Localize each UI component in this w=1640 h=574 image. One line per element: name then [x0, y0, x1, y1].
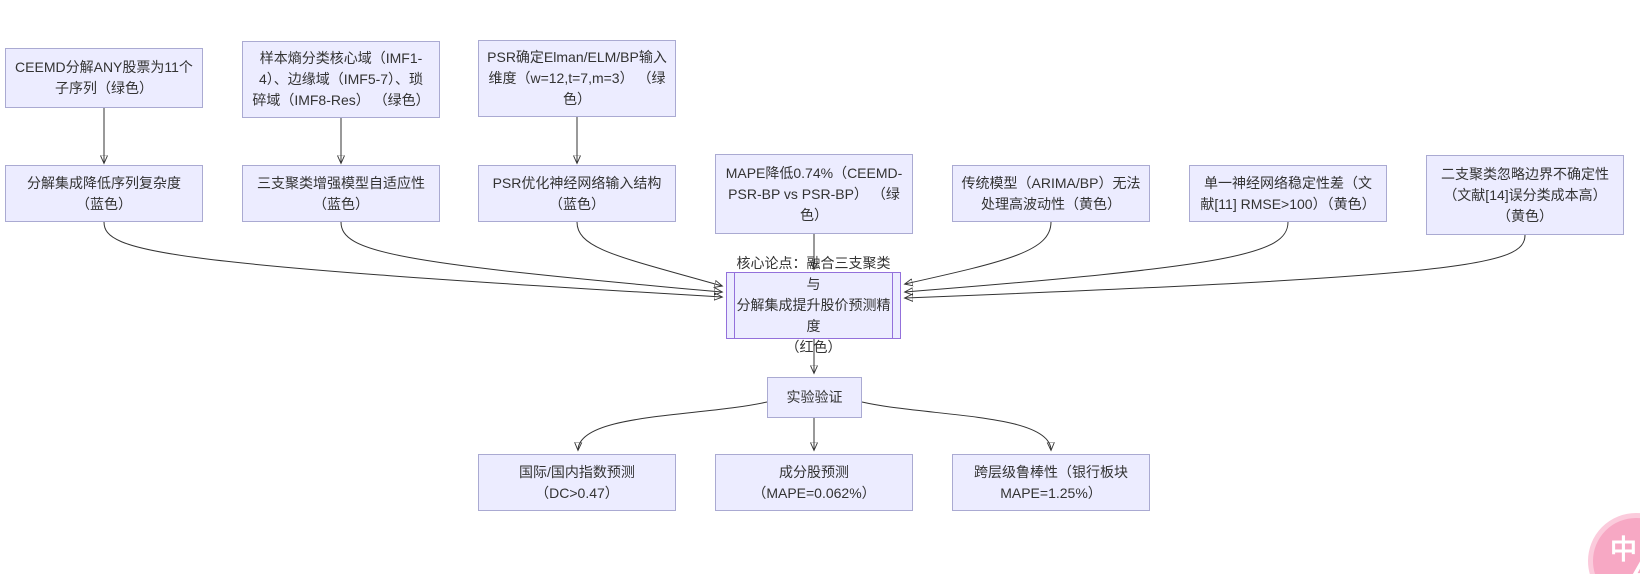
node-psr-structure: PSR优化神经网络输入结构 （蓝色）	[478, 165, 676, 222]
edge-threeway-to-core	[340, 221, 722, 292]
node-core-thesis: 核心论点：融合三支聚类与 分解集成提升股价预测精度 （红色）	[726, 255, 901, 355]
node-ceemd-decompose: CEEMD分解ANY股票为11个 子序列（绿色）	[5, 48, 203, 108]
node-mape-reduction: MAPE降低0.74%（CEEMD- PSR-BP vs PSR-BP） （绿 …	[715, 154, 913, 234]
node-psr-dimension: PSR确定Elman/ELM/BP输入 维度（w=12,t=7,m=3） （绿 …	[478, 40, 676, 117]
edge-experiment-to-index	[578, 401, 768, 450]
translate-zh-glyph: 中	[1610, 535, 1637, 565]
translate-badge[interactable]: 中 A	[1588, 513, 1640, 574]
node-two-way-boundary: 二支聚类忽略边界不确定性 （文献[14]误分类成本高） （黄色）	[1426, 155, 1624, 235]
edge-twoway-to-core	[905, 234, 1526, 298]
node-cross-level-robustness: 跨层级鲁棒性（银行板块 MAPE=1.25%）	[952, 454, 1150, 511]
node-three-way-adaptive: 三支聚类增强模型自适应性 （蓝色）	[242, 165, 440, 222]
edge-psrstruct-to-core	[576, 221, 722, 286]
node-decompose-complexity: 分解集成降低序列复杂度 （蓝色）	[5, 165, 203, 222]
node-constituent-prediction: 成分股预测 （MAPE=0.062%）	[715, 454, 913, 511]
node-sample-entropy: 样本熵分类核心域（IMF1- 4）、边缘域（IMF5-7）、琐 碎域（IMF8-…	[242, 41, 440, 118]
node-single-nn-instability: 单一神经网络稳定性差（文 献[11] RMSE>100）（黄色）	[1189, 165, 1387, 222]
edge-singlenn-to-core	[905, 221, 1289, 292]
node-traditional-limit: 传统模型（ARIMA/BP）无法 处理高波动性（黄色）	[952, 165, 1150, 222]
translate-en-glyph: A	[1629, 554, 1640, 574]
edge-complexity-to-core	[103, 221, 722, 297]
edge-experiment-to-robustness	[861, 401, 1051, 450]
node-experiment-validation: 实验验证	[767, 377, 862, 418]
node-index-prediction: 国际/国内指数预测 （DC>0.47）	[478, 454, 676, 511]
edge-traditional-to-core	[905, 221, 1052, 284]
